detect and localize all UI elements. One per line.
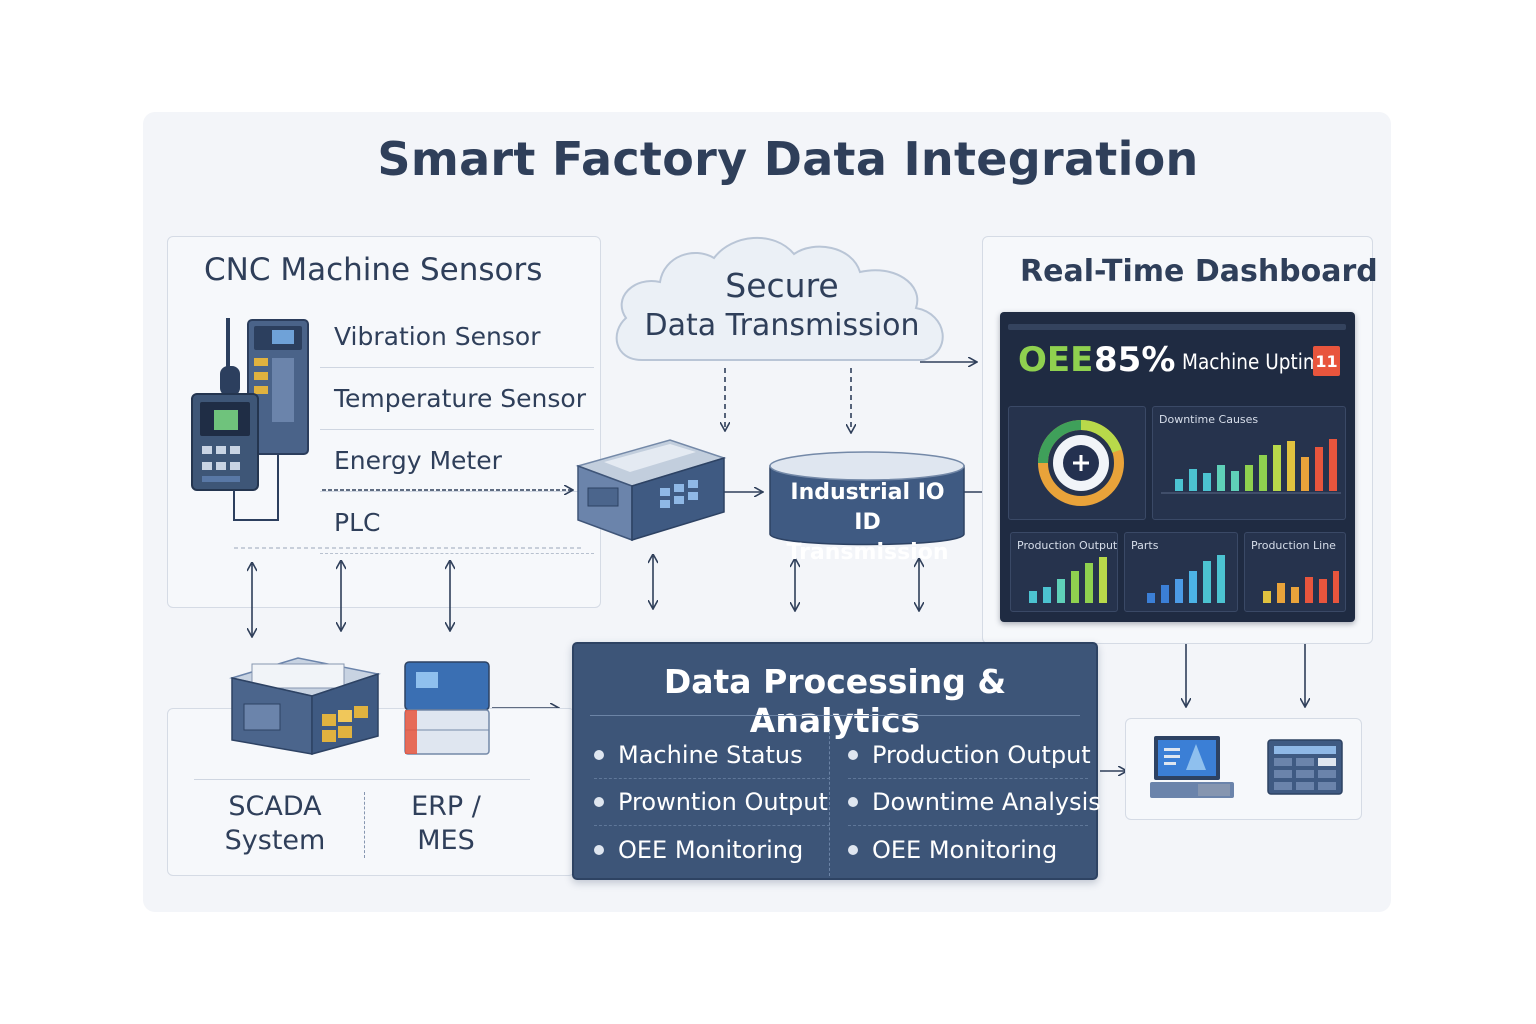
production-line-chart <box>1263 571 1339 603</box>
data-processing-column-left: Machine Status Prowntion Output OEE Moni… <box>594 732 830 873</box>
gauge-tile <box>1008 406 1146 520</box>
data-processing-title: Data Processing & Analytics <box>663 662 1007 740</box>
bullet-icon <box>594 797 604 807</box>
systems-panel-divider <box>194 779 530 780</box>
production-line-tile: Production Line <box>1244 532 1346 612</box>
data-processing-box: Data Processing & Analytics Machine Stat… <box>572 642 1101 880</box>
oee-label: OEE <box>1018 340 1094 380</box>
production-output-tile: Production Output <box>1010 532 1118 612</box>
dashboard-panel-title: Real-Time Dashboard <box>1020 254 1378 289</box>
erp-line-2: MES <box>417 825 475 856</box>
data-processing-column-right: Production Output Downtime Analysis OEE … <box>848 732 1101 873</box>
bullet-icon <box>594 844 604 855</box>
sensor-list: Vibration Sensor Temperature Sensor Ener… <box>320 306 594 554</box>
oee-gauge <box>1038 420 1124 506</box>
industrial-io-cylinder <box>769 451 965 546</box>
cloud-line-2: Data Transmission <box>644 308 920 343</box>
list-item: Downtime Analysis <box>848 779 1101 826</box>
bullet-icon <box>848 750 858 760</box>
page-title: Smart Factory Data Integration <box>377 132 1199 186</box>
sensor-item-temperature: Temperature Sensor <box>320 368 594 430</box>
cloud-icon <box>615 236 944 361</box>
sensor-item-plc: PLC <box>320 492 594 554</box>
list-item-label: Production Output <box>872 741 1091 769</box>
cloud-line-1: Secure <box>725 266 839 305</box>
laptop-icon <box>1150 736 1234 798</box>
list-item: Machine Status <box>594 732 830 779</box>
list-item: Production Output <box>848 732 1091 779</box>
erp-server-icon <box>404 661 490 755</box>
downtime-bar-chart <box>1161 439 1341 494</box>
sensor-item-vibration: Vibration Sensor <box>320 306 594 368</box>
list-item-label: Downtime Analysis <box>872 788 1101 816</box>
scada-line-2: System <box>224 825 326 856</box>
scada-line-1: SCADA <box>228 791 322 822</box>
list-item-label: Prowntion Output <box>618 788 828 816</box>
parts-chart <box>1147 555 1225 603</box>
industrial-io-label: Industrial IO ID Transmission <box>770 478 965 568</box>
bullet-icon <box>848 844 858 855</box>
edge-gateway-icon <box>575 439 727 542</box>
data-processing-rule <box>590 715 1080 716</box>
oee-value: 85% <box>1094 340 1176 380</box>
sensor-item-energy-meter: Energy Meter <box>320 430 594 492</box>
systems-vertical-divider <box>364 792 365 858</box>
scada-system-label: SCADA System <box>220 790 330 858</box>
list-item: OEE Monitoring <box>848 826 1088 873</box>
list-item-label: OEE Monitoring <box>618 835 804 864</box>
spreadsheet-icon <box>1267 739 1343 795</box>
downtime-tile-title: Downtime Causes <box>1159 413 1259 426</box>
downtime-tile: Downtime Causes <box>1152 406 1346 520</box>
parts-tile-title: Parts <box>1131 539 1159 552</box>
cnc-device-icon <box>191 318 309 521</box>
data-processing-column-divider <box>829 726 830 876</box>
bullet-icon <box>594 750 604 760</box>
dashboard-screen: OEE 85% Machine Uptime 11 Downtime Cause… <box>1000 312 1355 622</box>
erp-line-1: ERP / <box>411 791 481 822</box>
dashboard-toolbar <box>1008 324 1346 330</box>
production-output-chart <box>1029 557 1107 603</box>
list-item-label: OEE Monitoring <box>872 835 1058 864</box>
uptime-badge: 11 <box>1313 346 1340 376</box>
list-item: OEE Monitoring <box>594 826 830 873</box>
production-output-tile-title: Production Output <box>1017 539 1118 552</box>
sensors-panel-title: CNC Machine Sensors <box>204 252 543 288</box>
list-item-label: Machine Status <box>618 741 803 769</box>
list-item: Prowntion Output <box>594 779 830 826</box>
parts-tile: Parts <box>1124 532 1238 612</box>
erp-mes-label: ERP / MES <box>398 790 494 858</box>
production-line-tile-title: Production Line <box>1251 539 1336 552</box>
industrial-io-line-2: ID Transmission <box>786 510 949 565</box>
scada-server-icon <box>229 657 381 755</box>
machine-uptime-label: Machine Uptime <box>1182 350 1333 374</box>
industrial-io-line-1: Industrial IO <box>790 480 945 505</box>
bullet-icon <box>848 797 858 807</box>
